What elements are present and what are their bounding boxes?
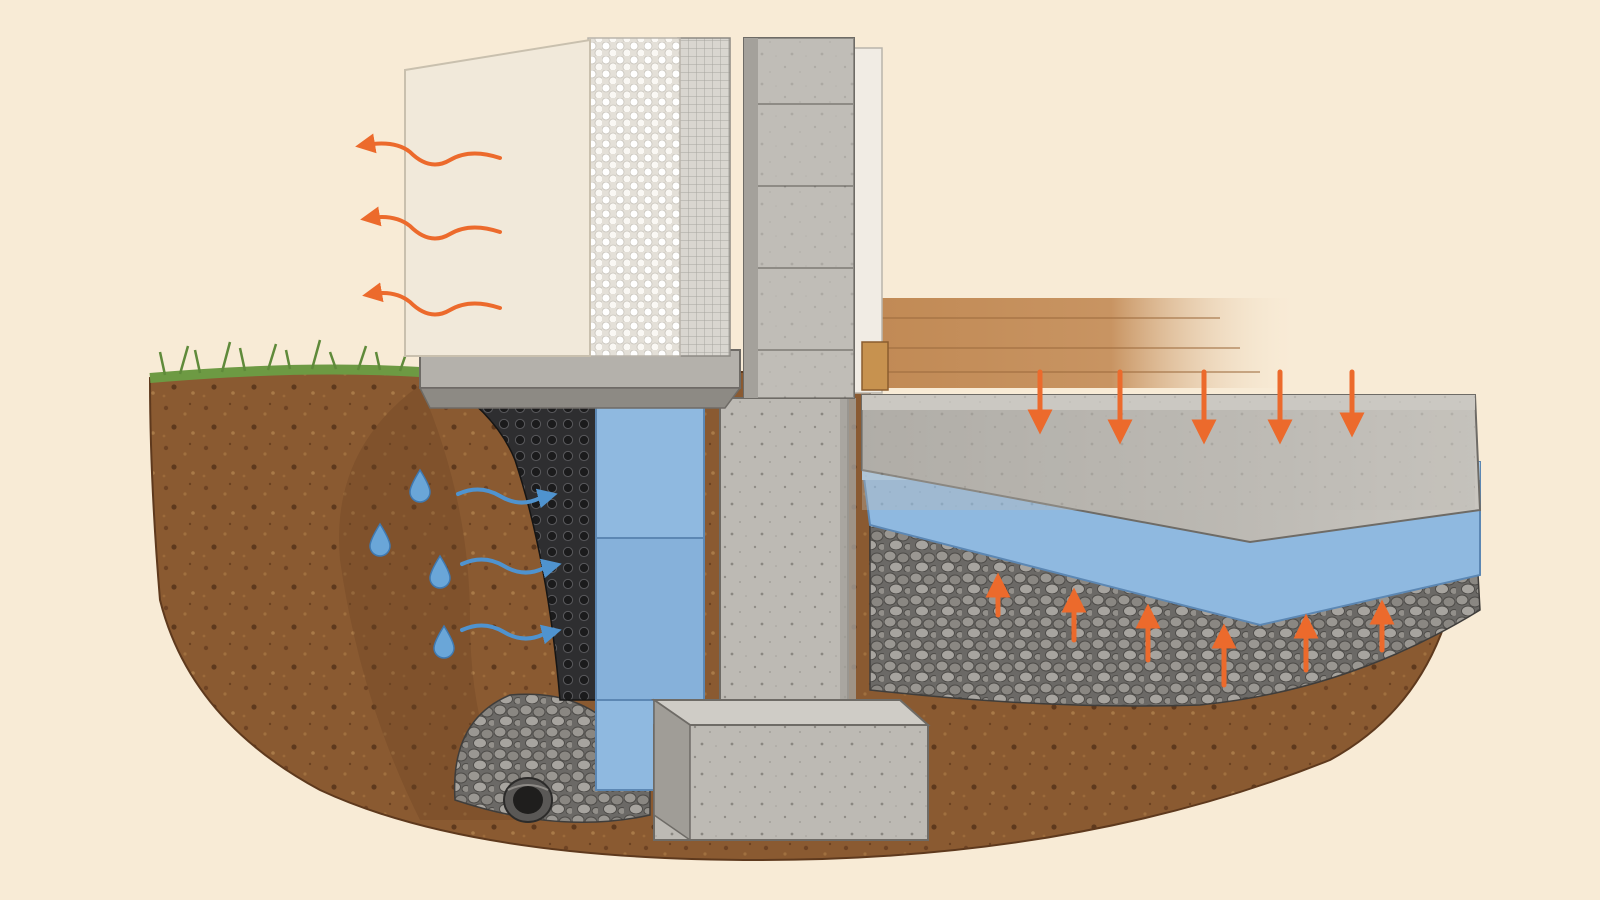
heat-loss-arrows bbox=[355, 133, 502, 317]
water-pressure-arrow bbox=[460, 623, 562, 645]
heat-loss-arrow bbox=[360, 206, 502, 241]
skirting bbox=[861, 341, 889, 391]
heat-loss-arrow bbox=[362, 282, 502, 317]
drain-pipe bbox=[503, 777, 553, 823]
upward-pressure-arrows bbox=[985, 572, 1395, 688]
soil-cut-face bbox=[339, 385, 520, 820]
facade-insulation-board bbox=[587, 37, 681, 357]
water-drop bbox=[409, 468, 431, 503]
grass bbox=[149, 339, 421, 383]
water-drop bbox=[369, 522, 391, 557]
water-drop bbox=[429, 554, 451, 589]
load-down-arrows bbox=[1027, 369, 1365, 445]
heat-loss-arrow bbox=[355, 133, 502, 167]
water-pressure-arrow bbox=[460, 557, 562, 579]
wooden-floor bbox=[880, 298, 1300, 388]
exterior-render bbox=[404, 38, 591, 357]
perimeter-insulation bbox=[595, 397, 705, 791]
water-drop bbox=[433, 624, 455, 659]
plinth-ledge bbox=[418, 349, 742, 409]
strip-footing bbox=[650, 698, 931, 842]
concrete-floor-slab bbox=[861, 394, 1482, 544]
water-pressure-arrow bbox=[456, 487, 558, 509]
water-drops bbox=[369, 468, 455, 659]
foundation-wall bbox=[719, 397, 849, 721]
reinforcing-mesh bbox=[677, 37, 731, 357]
masonry-block-wall bbox=[743, 37, 855, 399]
water-pressure-arrows bbox=[456, 487, 562, 645]
